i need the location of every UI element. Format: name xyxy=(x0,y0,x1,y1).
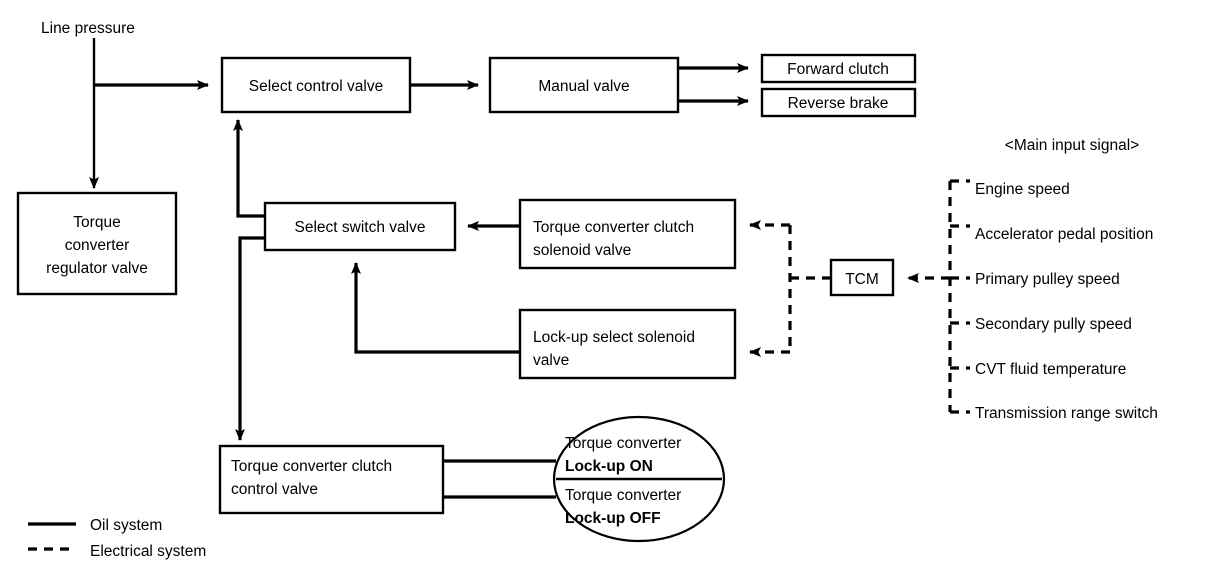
input-signal-4: CVT fluid temperature xyxy=(975,361,1126,378)
box-tcc-control-valve[interactable] xyxy=(218,444,445,515)
ellipse-label-lockup-off-line2: Lock-up OFF xyxy=(565,510,661,527)
box-lockup-select-solenoid-valve[interactable] xyxy=(518,308,737,380)
box-label-manual-valve: Manual valve xyxy=(538,78,629,95)
box-forward-clutch[interactable] xyxy=(760,53,917,84)
box-label-lockup-select-solenoid-line1: Lock-up select solenoid xyxy=(533,329,695,346)
box-label-tcc-control-valve-line1: Torque converter clutch xyxy=(231,458,392,475)
input-signal-3: Secondary pully speed xyxy=(975,316,1132,333)
box-label-reverse-brake: Reverse brake xyxy=(788,95,889,112)
legend-label-oil-system: Oil system xyxy=(90,517,162,534)
input-signal-5: Transmission range switch xyxy=(975,405,1158,422)
box-label-torque-converter-regulator-valve-line2: converter xyxy=(65,237,130,254)
box-tcc-solenoid-valve[interactable] xyxy=(518,198,737,270)
flow-lockup-solenoid-to-select-switch-valve xyxy=(351,262,520,354)
input-signal-1: Accelerator pedal position xyxy=(975,226,1153,243)
box-label-tcm: TCM xyxy=(845,271,879,288)
label-main-input-signal: <Main input signal> xyxy=(1005,137,1139,154)
flow-select-switch-to-tcc-control-valve xyxy=(235,236,265,441)
box-label-tcc-solenoid-valve-line2: solenoid valve xyxy=(533,242,631,259)
box-tcm[interactable] xyxy=(829,258,895,297)
ellipse-label-lockup-on-line1: Torque converter xyxy=(565,435,681,452)
flow-select-switch-to-select-control-valve xyxy=(233,119,265,218)
box-label-torque-converter-regulator-valve-line1: Torque xyxy=(73,214,120,231)
ellipse-label-lockup-on-line2: Lock-up ON xyxy=(565,458,653,475)
box-label-lockup-select-solenoid-line2: valve xyxy=(533,352,569,369)
legend-label-electrical-system: Electrical system xyxy=(90,543,206,560)
box-label-forward-clutch: Forward clutch xyxy=(787,61,889,78)
box-label-select-control-valve: Select control valve xyxy=(249,78,383,95)
box-torque-converter-regulator-valve[interactable] xyxy=(16,191,178,296)
input-signal-0: Engine speed xyxy=(975,181,1070,198)
box-label-tcc-control-valve-line2: control valve xyxy=(231,481,318,498)
box-label-tcc-solenoid-valve-line1: Torque converter clutch xyxy=(533,219,694,236)
lockup-status-ellipse xyxy=(552,415,726,543)
input-signal-2: Primary pulley speed xyxy=(975,271,1120,288)
box-select-switch-valve[interactable] xyxy=(263,201,457,252)
label-line-pressure: Line pressure xyxy=(41,20,135,37)
box-reverse-brake[interactable] xyxy=(760,87,917,118)
box-label-torque-converter-regulator-valve-line3: regulator valve xyxy=(46,260,148,277)
box-manual-valve[interactable] xyxy=(488,56,680,114)
electrical-signal-stubs xyxy=(950,179,970,414)
box-label-select-switch-valve: Select switch valve xyxy=(295,219,426,236)
ellipse-label-lockup-off-line1: Torque converter xyxy=(565,487,681,504)
electrical-trunk-tcm-left xyxy=(788,225,831,352)
box-select-control-valve[interactable] xyxy=(220,56,412,114)
